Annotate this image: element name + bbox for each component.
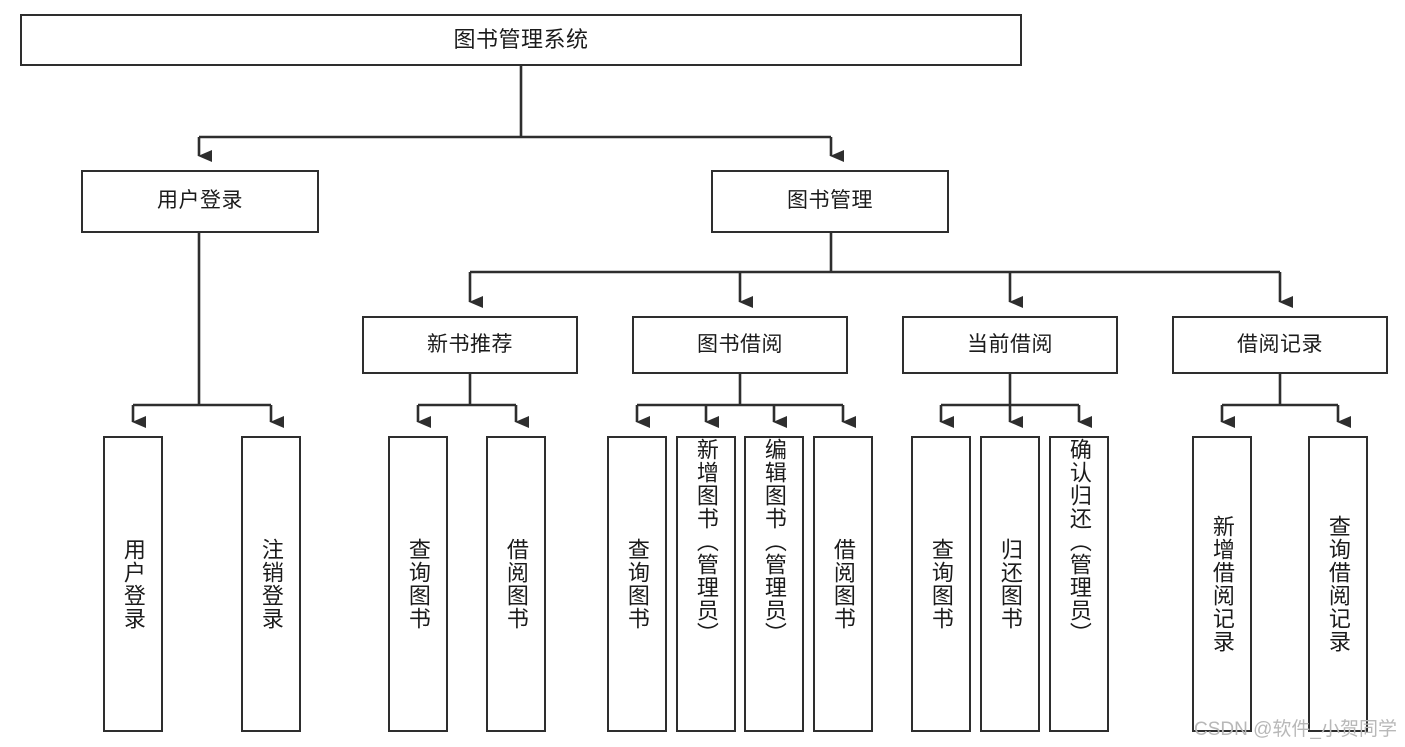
node-label: 查询图书 [405,538,431,630]
node-label: 确认归还（管理员） [1066,438,1092,645]
node-leaf-confirm-return-admin[interactable]: 确认归还（管理员） [1049,436,1109,732]
node-leaf-borrow-book[interactable]: 借阅图书 [813,436,873,732]
node-leaf-add-borrow-record[interactable]: 新增借阅记录 [1192,436,1252,732]
node-leaf-borrow-book-recommend[interactable]: 借阅图书 [486,436,546,732]
node-leaf-user-logout[interactable]: 注销登录 [241,436,301,732]
node-label: 查询图书 [624,538,650,630]
node-leaf-add-book-admin[interactable]: 新增图书（管理员） [676,436,736,732]
node-label: 新书推荐 [427,332,513,356]
node-label: 图书借阅 [697,332,783,356]
node-borrow-record[interactable]: 借阅记录 [1172,316,1388,374]
node-label: 用户登录 [120,538,146,630]
node-label: 用户登录 [157,189,243,213]
node-leaf-edit-book-admin[interactable]: 编辑图书（管理员） [744,436,804,732]
node-label: 图书管理系统 [453,27,589,53]
node-label: 新增图书（管理员） [693,438,719,645]
node-label: 新增借阅记录 [1209,515,1235,653]
node-label: 图书管理 [787,189,873,213]
node-root-system[interactable]: 图书管理系统 [20,14,1022,66]
node-label: 查询图书 [928,538,954,630]
node-book-management[interactable]: 图书管理 [711,170,949,233]
node-label: 查询借阅记录 [1325,515,1351,653]
node-current-borrow[interactable]: 当前借阅 [902,316,1118,374]
node-label: 注销登录 [258,538,284,630]
node-user-login[interactable]: 用户登录 [81,170,319,233]
node-leaf-return-book[interactable]: 归还图书 [980,436,1040,732]
node-leaf-query-book-recommend[interactable]: 查询图书 [388,436,448,732]
watermark-text: CSDN @软件_小贺同学 [1194,719,1397,740]
node-label: 当前借阅 [967,332,1053,356]
node-leaf-user-login[interactable]: 用户登录 [103,436,163,732]
node-leaf-query-borrow-record[interactable]: 查询借阅记录 [1308,436,1368,732]
node-new-book-recommend[interactable]: 新书推荐 [362,316,578,374]
node-label: 借阅图书 [503,538,529,630]
node-label: 归还图书 [997,538,1023,630]
node-label: 编辑图书（管理员） [761,438,787,645]
node-book-borrow[interactable]: 图书借阅 [632,316,848,374]
node-label: 借阅记录 [1237,332,1323,356]
node-leaf-query-book-borrow[interactable]: 查询图书 [607,436,667,732]
node-leaf-query-book-current[interactable]: 查询图书 [911,436,971,732]
node-label: 借阅图书 [830,538,856,630]
